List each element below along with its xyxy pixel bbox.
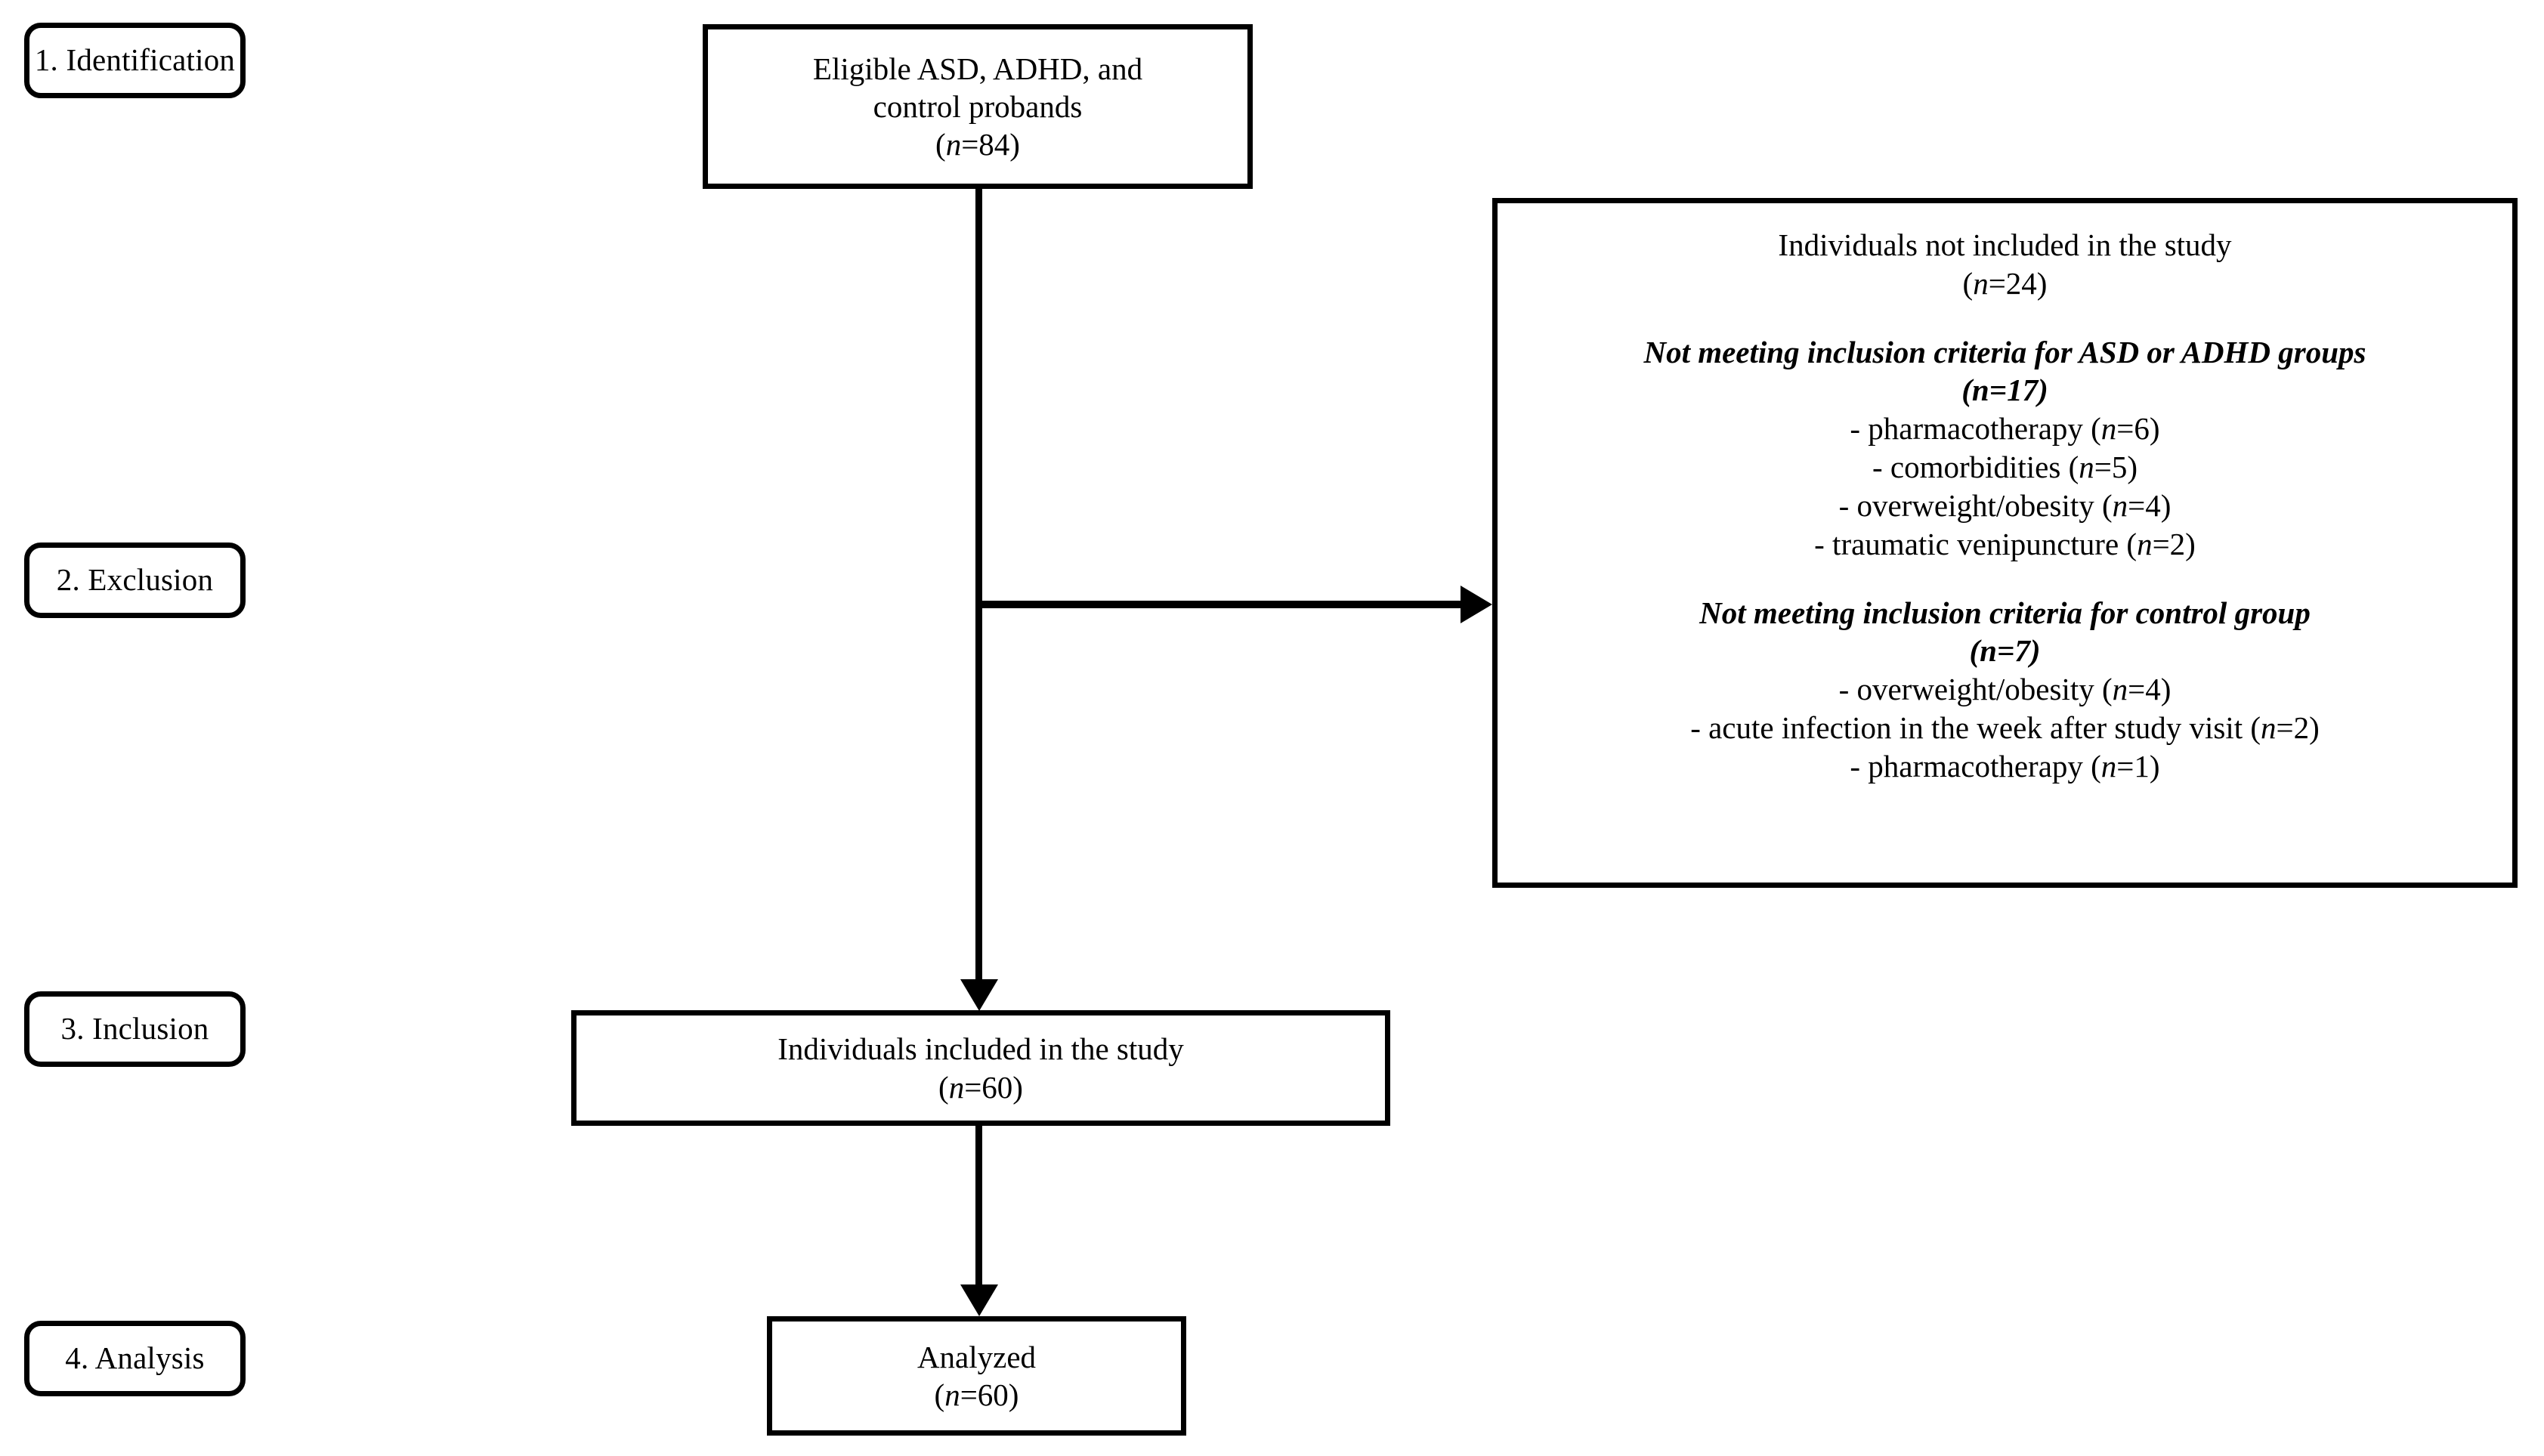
excluded-group1-item-2-n: n xyxy=(2112,487,2128,523)
eligible-count: (n=84) xyxy=(935,127,1020,162)
analyzed-count-n: n xyxy=(944,1377,960,1412)
excluded-group2-item-1: - acute infection in the week after stud… xyxy=(1690,709,2320,747)
stage-pill-exclusion: 2. Exclusion xyxy=(24,543,246,618)
excluded-group2-item-1-value: =2) xyxy=(2276,710,2320,746)
stage-label-analysis: 4. Analysis xyxy=(65,1340,205,1376)
excluded-group1-item-0-n: n xyxy=(2100,411,2117,447)
included-line-1: Individuals included in the study xyxy=(777,1031,1184,1067)
excluded-group1-item-1-value: =5) xyxy=(2094,450,2138,485)
stage-pill-inclusion: 3. Inclusion xyxy=(24,991,246,1067)
excluded-group1-count-n: n xyxy=(1971,373,1989,408)
included-count: (n=60) xyxy=(938,1069,1023,1105)
box-individuals-included: Individuals included in the study (n=60) xyxy=(571,1010,1390,1126)
box-analyzed: Analyzed (n=60) xyxy=(767,1316,1186,1436)
stage-pill-analysis: 4. Analysis xyxy=(24,1321,246,1396)
excluded-group2-item-2: - pharmacotherapy (n=1) xyxy=(1850,747,2159,786)
excluded-group2-item-2-text: - pharmacotherapy ( xyxy=(1850,748,2101,784)
excluded-group1-item-2: - overweight/obesity (n=4) xyxy=(1839,487,2172,525)
excluded-group2-item-2-n: n xyxy=(2100,748,2117,784)
excluded-group2-count-value: =7) xyxy=(1996,633,2041,669)
included-count-value: =60) xyxy=(964,1069,1023,1105)
analyzed-count-value: =60) xyxy=(960,1377,1019,1412)
excluded-group2-title: Not meeting inclusion criteria for contr… xyxy=(1699,595,2311,630)
analyzed-line-1: Analyzed xyxy=(917,1339,1037,1374)
excluded-group2-item-0-value: =4) xyxy=(2128,672,2172,707)
excluded-group1-title: Not meeting inclusion criteria for ASD o… xyxy=(1643,334,2366,369)
excluded-group2-item-1-n: n xyxy=(2261,710,2277,746)
excluded-group1-item-1: - comorbidities (n=5) xyxy=(1872,448,2138,487)
excluded-group1-item-0-value: =6) xyxy=(2116,411,2160,447)
excluded-group2-count: (n=7) xyxy=(1969,633,2041,669)
eligible-count-value: =84) xyxy=(961,127,1020,162)
analyzed-count: (n=60) xyxy=(934,1377,1019,1412)
excluded-group2-count-n: n xyxy=(1980,633,1997,669)
excluded-group1-count: (n=17) xyxy=(1961,373,2048,408)
excluded-group1-item-0-text: - pharmacotherapy ( xyxy=(1850,411,2101,447)
connector-included-to-analyzed-line xyxy=(975,1126,982,1288)
excluded-group1-item-2-text: - overweight/obesity ( xyxy=(1838,487,2113,523)
stage-pill-identification: 1. Identification xyxy=(24,23,246,98)
stage-label-identification: 1. Identification xyxy=(34,42,236,78)
excluded-group2-item-2-value: =1) xyxy=(2116,748,2160,784)
stage-label-exclusion: 2. Exclusion xyxy=(56,562,214,598)
connector-eligible-to-excluded-line xyxy=(978,601,1464,608)
connector-eligible-to-included-line xyxy=(975,189,982,981)
excluded-group1-item-3: - traumatic venipuncture (n=2) xyxy=(1814,525,2196,564)
excluded-group2-item-1-text: - acute infection in the week after stud… xyxy=(1690,710,2261,746)
excluded-group1-item-0: - pharmacotherapy (n=6) xyxy=(1850,410,2159,448)
connector-eligible-to-excluded-arrowhead xyxy=(1461,586,1492,623)
box-eligible-probands: Eligible ASD, ADHD, and control probands… xyxy=(703,24,1253,189)
eligible-line-1: Eligible ASD, ADHD, and xyxy=(812,51,1143,86)
excluded-group1-item-2-value: =4) xyxy=(2128,487,2172,523)
excluded-heading: Individuals not included in the study xyxy=(1778,227,2232,262)
excluded-heading-count-value: =24) xyxy=(1988,265,2048,301)
excluded-heading-count-n: n xyxy=(1973,265,1989,301)
excluded-group2-item-0-text: - overweight/obesity ( xyxy=(1838,672,2113,707)
excluded-group2-item-0-n: n xyxy=(2112,672,2128,707)
stage-label-inclusion: 3. Inclusion xyxy=(60,1011,209,1046)
connector-eligible-to-included-arrowhead xyxy=(960,979,998,1011)
excluded-group1-item-1-n: n xyxy=(2079,450,2094,485)
excluded-group1-item-3-n: n xyxy=(2137,526,2153,561)
eligible-line-2: control probands xyxy=(873,88,1083,124)
eligible-count-n: n xyxy=(945,127,962,162)
excluded-group2-item-0: - overweight/obesity (n=4) xyxy=(1839,670,2172,709)
excluded-heading-count: (n=24) xyxy=(1962,265,2048,301)
excluded-group1-count-value: =17) xyxy=(1989,373,2048,408)
connector-included-to-analyzed-arrowhead xyxy=(960,1284,998,1316)
excluded-group1-item-3-text: - traumatic venipuncture ( xyxy=(1814,526,2138,561)
excluded-group1-item-3-value: =2) xyxy=(2152,526,2196,561)
excluded-group1-item-1-text: - comorbidities ( xyxy=(1872,450,2079,485)
included-count-n: n xyxy=(948,1069,965,1105)
box-individuals-not-included: Individuals not included in the study (n… xyxy=(1492,198,2518,888)
